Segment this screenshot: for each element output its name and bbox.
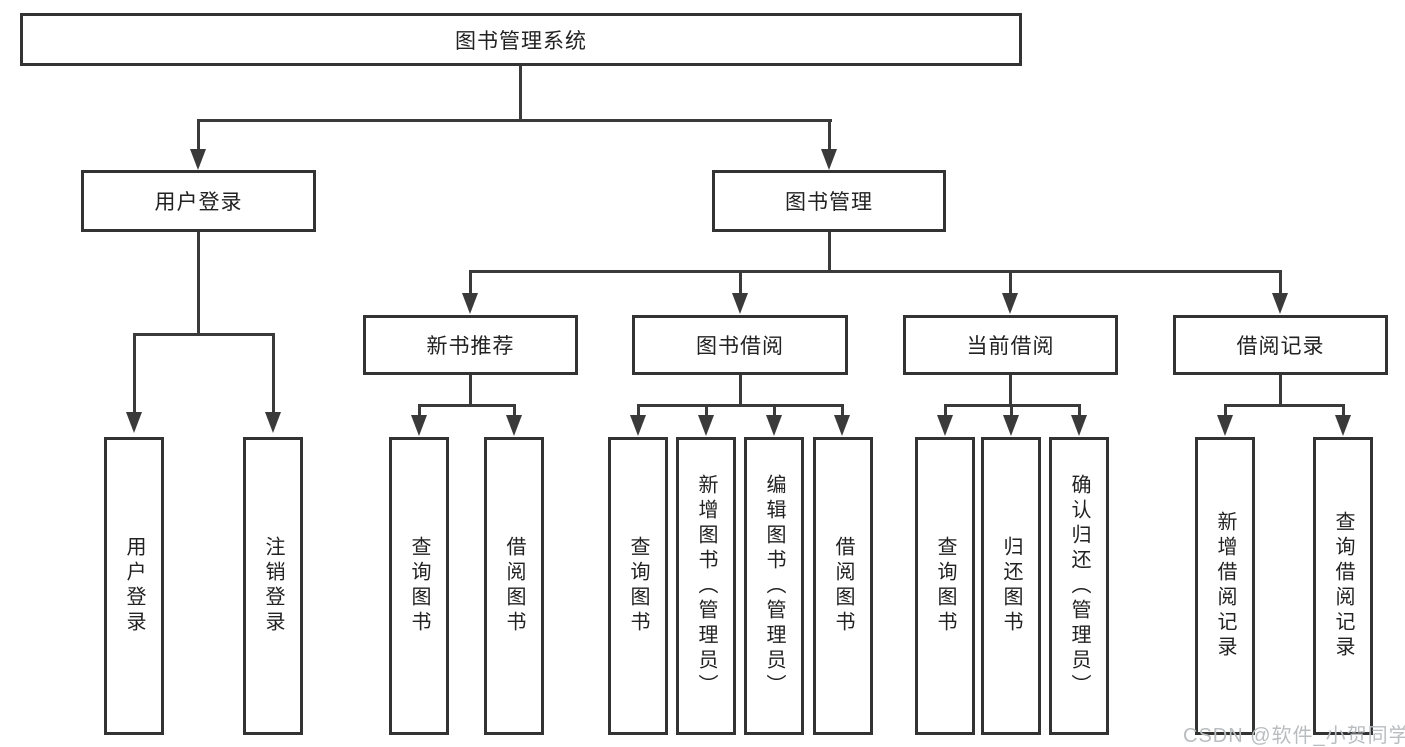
node-book-borrowing: 图书借阅 [632,315,848,375]
connector-line [469,270,472,294]
connector-line [828,232,831,273]
node-label: 确认归还（管理员） [1068,473,1090,699]
connector-line [418,404,516,407]
leaf-confirm-return-admin: 确认归还（管理员） [1049,437,1109,735]
connector-line [739,375,742,406]
arrow-down-icon [411,415,427,436]
node-new-book-recommend: 新书推荐 [363,315,578,375]
connector-line [828,119,831,150]
connector-line [1078,404,1081,417]
node-label: 查询图书 [934,536,956,636]
connector-line [1342,404,1345,417]
arrow-down-icon [1071,415,1087,436]
node-label: 查询借阅记录 [1332,511,1354,661]
arrow-down-icon [1217,415,1233,436]
arrow-down-icon [462,293,478,314]
leaf-query-books: 查询图书 [389,437,449,735]
leaf-edit-books-admin: 编辑图书（管理员） [744,437,804,735]
leaf-borrow-books: 借阅图书 [813,437,873,735]
connector-line [133,333,275,336]
node-label: 查询图书 [408,536,430,636]
connector-line [705,404,708,417]
arrow-down-icon [937,415,953,436]
node-label: 借阅图书 [503,536,525,636]
arrow-down-icon [732,293,748,314]
leaf-query-borrow-record: 查询借阅记录 [1313,437,1373,735]
connector-line [1010,404,1013,417]
node-label: 图书管理系统 [455,29,587,53]
arrow-down-icon [265,412,281,433]
connector-line [637,404,640,417]
node-label: 归还图书 [1000,536,1022,636]
arrow-down-icon [1272,293,1288,314]
connector-line [1224,404,1227,417]
connector-line [1009,270,1012,294]
connector-line [418,404,421,417]
node-current-borrowing: 当前借阅 [903,315,1118,375]
leaf-borrow-books: 借阅图书 [484,437,544,735]
arrow-down-icon [1002,293,1018,314]
connector-line [519,66,522,120]
leaf-query-books: 查询图书 [608,437,668,735]
arrow-down-icon [834,415,850,436]
connector-line [944,404,947,417]
node-label: 新书推荐 [426,335,515,358]
arrow-down-icon [766,415,782,436]
connector-line [197,119,832,122]
node-label: 查询图书 [627,536,649,636]
node-label: 当前借阅 [966,335,1055,358]
node-label: 编辑图书（管理员） [763,473,785,699]
connector-line [469,270,1282,273]
connector-line [197,119,200,150]
node-label: 用户登录 [123,536,145,636]
connector-line [133,333,136,413]
node-label: 借阅图书 [832,536,854,636]
arrow-down-icon [126,412,142,433]
connector-line [469,375,472,406]
node-label: 图书管理 [785,191,873,214]
node-label: 新增借阅记录 [1214,511,1236,661]
connector-line [739,270,742,294]
node-label: 新增图书（管理员） [695,473,717,699]
connector-line [1009,375,1012,406]
leaf-add-borrow-record: 新增借阅记录 [1195,437,1255,735]
arrow-down-icon [821,149,837,170]
connector-line [841,404,844,417]
leaf-user-login: 用户登录 [104,437,164,735]
node-borrow-records: 借阅记录 [1173,315,1388,375]
arrow-down-icon [506,415,522,436]
connector-line [197,232,200,335]
connector-line [513,404,516,417]
leaf-logout: 注销登录 [243,437,303,735]
connector-line [1224,404,1345,407]
node-label: 用户登录 [154,191,243,214]
connector-line [1279,270,1282,294]
arrow-down-icon [1003,415,1019,436]
leaf-query-books: 查询图书 [915,437,975,735]
leaf-return-books: 归还图书 [981,437,1041,735]
connector-line [272,333,275,413]
connector-line [1279,375,1282,406]
node-label: 借阅记录 [1236,335,1325,358]
csdn-watermark: CSDN @软件_小贺同学 [1183,725,1405,747]
node-label: 图书借阅 [696,335,784,358]
connector-line [773,404,776,417]
arrow-down-icon [190,149,206,170]
node-label: 注销登录 [262,536,284,636]
node-user-login: 用户登录 [81,170,316,232]
connector-line [637,404,844,407]
arrow-down-icon [698,415,714,436]
arrow-down-icon [1335,415,1351,436]
arrow-down-icon [630,415,646,436]
node-book-management: 图书管理 [712,170,946,232]
node-library-management-system: 图书管理系统 [20,13,1022,66]
leaf-add-books-admin: 新增图书（管理员） [676,437,736,735]
